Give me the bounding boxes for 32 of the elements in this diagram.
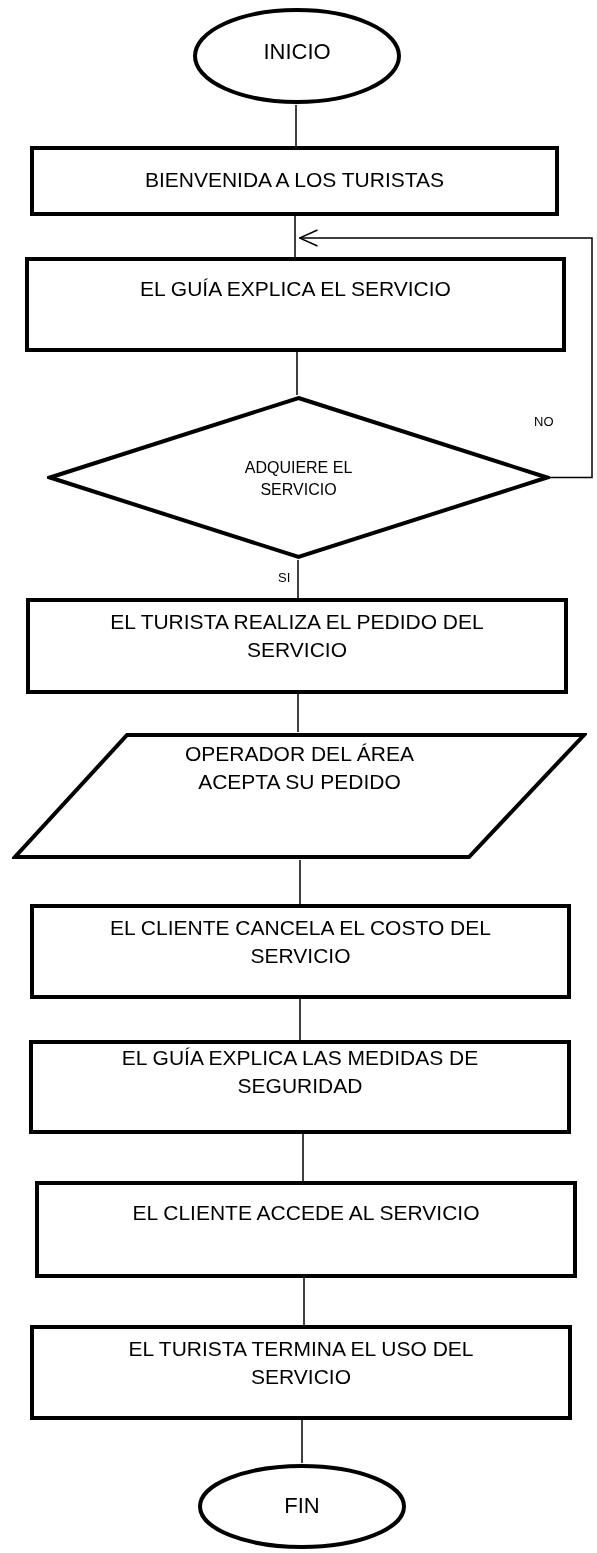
step-text: BIENVENIDA A LOS TURISTAS: [144, 167, 445, 193]
process-box: [30, 146, 559, 216]
process-box: [25, 257, 566, 352]
step-text: INICIO: [263, 38, 331, 66]
process-box: [30, 904, 571, 999]
data-parallelogram: [12, 732, 587, 860]
process-box: [26, 598, 568, 694]
connector-line: [299, 998, 301, 1041]
step-text: ADQUIERE EL SERVICIO: [243, 458, 354, 500]
connector-line: [299, 859, 301, 905]
connector-line: [303, 1277, 305, 1326]
connector-line: [298, 229, 593, 479]
process-box: [29, 1040, 571, 1134]
step-text: EL CLIENTE CANCELA EL COSTO DEL SERVICIO: [109, 915, 492, 970]
connector-line: [297, 693, 299, 733]
connector-line: [294, 215, 296, 258]
terminal-oval: [197, 1463, 407, 1550]
step-text: EL TURISTA REALIZA EL PEDIDO DEL SERVICIO: [109, 609, 485, 664]
connector-line: [297, 559, 299, 599]
connector-line: [301, 1419, 303, 1464]
terminal-oval: [192, 7, 402, 105]
step-text: OPERADOR DEL ÁREA ACEPTA SU PEDIDO: [183, 741, 416, 796]
step-text: EL GUÍA EXPLICA EL SERVICIO: [140, 276, 451, 302]
process-box: [35, 1181, 577, 1278]
step-text: EL GUÍA EXPLICA LAS MEDIDAS DE SEGURIDAD: [120, 1045, 480, 1100]
step-text: EL TURISTA TERMINA EL USO DEL SERVICIO: [127, 1336, 475, 1391]
connector-line: [302, 1133, 304, 1182]
connector-line: [295, 104, 297, 147]
step-text: EL CLIENTE ACCEDE AL SERVICIO: [132, 1200, 480, 1226]
connector-line: [296, 351, 298, 396]
process-box: [30, 1325, 572, 1420]
step-text: FIN: [284, 1492, 320, 1520]
